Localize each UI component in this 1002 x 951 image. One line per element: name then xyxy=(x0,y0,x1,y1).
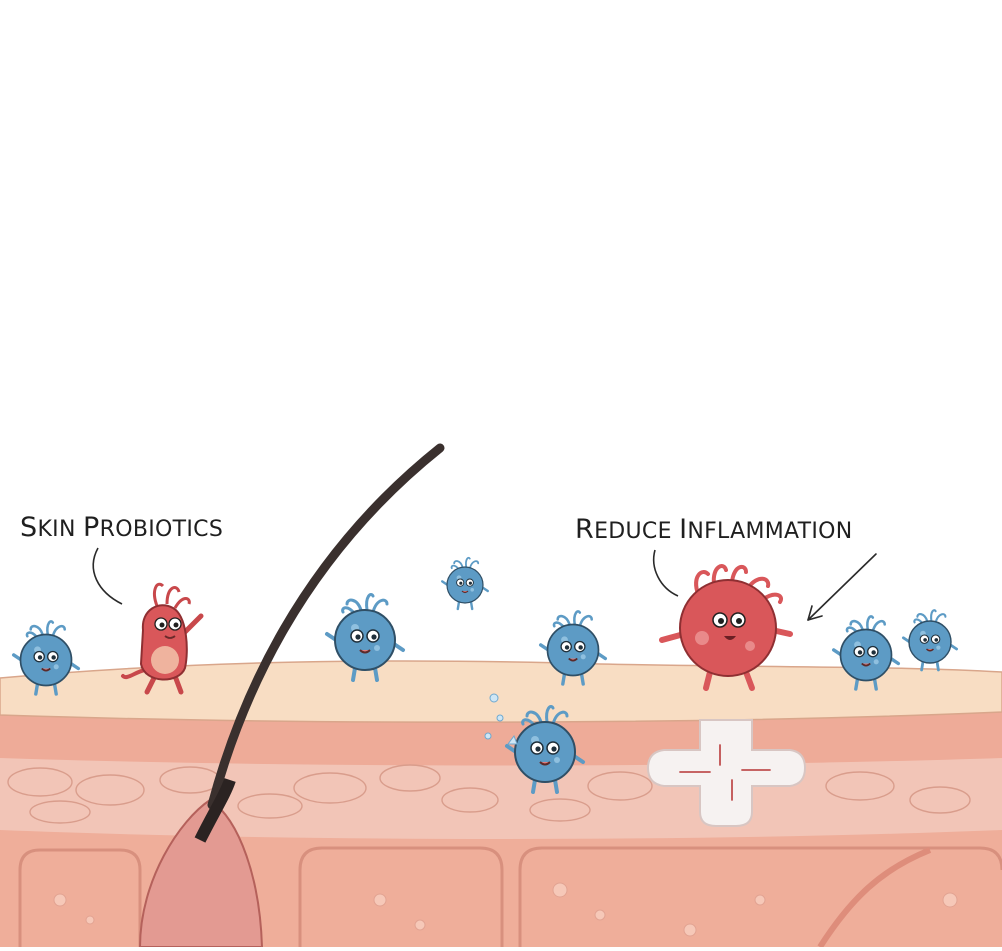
probiotic-microbe-icon xyxy=(441,556,489,611)
dermis-structures xyxy=(18,846,1002,949)
probiotic-microbe-icon xyxy=(902,608,958,672)
arrow-icon xyxy=(807,553,877,621)
dermis-bubbles xyxy=(53,882,958,937)
bandage-cross-icon xyxy=(646,719,807,827)
hair-follicle-icon xyxy=(138,443,445,948)
reduce-inflammation-label: REDUCE INFLAMMATION xyxy=(575,514,853,545)
callout-line-right xyxy=(653,549,679,597)
callout-line-left xyxy=(92,547,123,605)
droplet-icons xyxy=(484,693,518,745)
inflammation-germ-icon xyxy=(659,564,793,691)
red-critter-icon xyxy=(121,582,204,695)
skin-cells xyxy=(7,764,971,824)
skin-probiotics-label: SKIN PROBIOTICS xyxy=(20,512,224,543)
surface-layer xyxy=(0,660,1002,723)
